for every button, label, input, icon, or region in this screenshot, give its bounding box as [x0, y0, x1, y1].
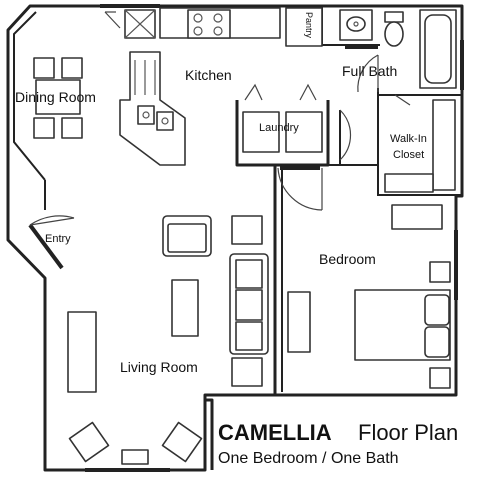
kitchen-appliances [104, 7, 323, 47]
bedroom-furniture [287, 204, 451, 389]
room-labels: Dining Room Kitchen Full Bath Pantry Lau… [15, 12, 427, 375]
windows [85, 4, 464, 472]
hall-doors [277, 109, 352, 211]
label-kitchen: Kitchen [185, 67, 232, 83]
dining-table [33, 57, 83, 139]
label-entry: Entry [45, 233, 71, 245]
label-bedroom: Bedroom [319, 251, 376, 267]
label-laundry: Laundry [259, 122, 299, 134]
label-walk-in-line2: Closet [393, 149, 424, 161]
label-living-room: Living Room [120, 359, 198, 375]
label-pantry: Pantry [304, 12, 314, 39]
walk-in-closet-shelves [384, 99, 456, 193]
living-room-furniture [67, 215, 269, 465]
plan-subtitle: One Bedroom / One Bath [218, 450, 399, 467]
plan-name-suffix: Floor Plan [358, 420, 458, 445]
plan-title: CAMELLIA Floor Plan One Bedroom / One Ba… [218, 420, 458, 467]
label-full-bath: Full Bath [342, 63, 397, 79]
bathroom-fixtures [339, 9, 457, 106]
laundry-area [242, 83, 323, 153]
entry-door[interactable] [28, 215, 75, 270]
plan-name: CAMELLIA [218, 420, 332, 445]
label-walk-in-line1: Walk-In [390, 133, 427, 145]
kitchen-island [119, 51, 186, 166]
label-dining-room: Dining Room [15, 89, 96, 105]
interior-walls [203, 6, 462, 470]
